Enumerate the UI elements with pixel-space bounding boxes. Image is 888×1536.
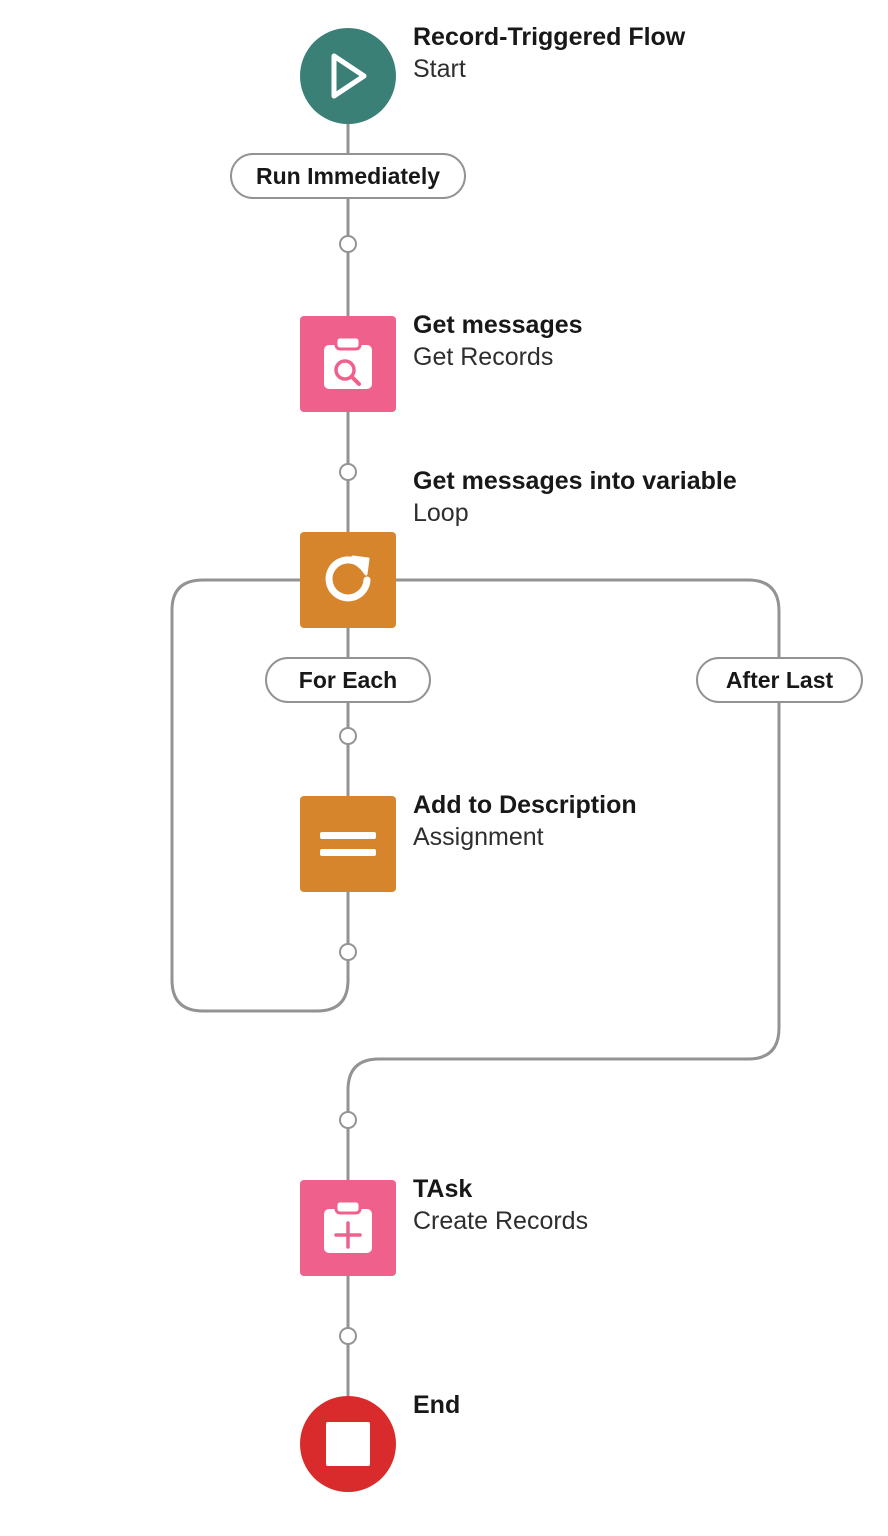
after-last-path-label[interactable]: After Last	[696, 657, 863, 703]
create-records-label: TAsk Create Records	[413, 1177, 588, 1234]
add-element-dot[interactable]	[339, 943, 357, 961]
end-node[interactable]	[300, 1396, 396, 1492]
connector-assignment-loopback	[170, 578, 350, 1013]
clipboard-add-icon	[324, 1199, 372, 1253]
assignment-node[interactable]	[300, 796, 396, 892]
create-records-title: TAsk	[413, 1175, 473, 1203]
end-label: End	[413, 1393, 460, 1418]
add-element-dot[interactable]	[339, 235, 357, 253]
connector-after-last	[346, 578, 781, 1182]
get-records-subtitle: Get Records	[413, 343, 554, 371]
create-records-node[interactable]	[300, 1180, 396, 1276]
start-subtitle: Start	[413, 55, 466, 83]
loop-subtitle: Loop	[413, 499, 469, 527]
get-records-label: Get messages Get Records	[413, 313, 583, 370]
stop-icon	[326, 1422, 370, 1466]
loop-node[interactable]	[300, 532, 396, 628]
for-each-path-label[interactable]: For Each	[265, 657, 431, 703]
get-records-title: Get messages	[413, 311, 583, 339]
loop-refresh-icon	[325, 555, 371, 602]
loop-label: Get messages into variable Loop	[413, 469, 737, 526]
clipboard-search-icon	[324, 335, 372, 389]
assignment-subtitle: Assignment	[413, 823, 544, 851]
get-records-node[interactable]	[300, 316, 396, 412]
assignment-label: Add to Description Assignment	[413, 793, 637, 850]
add-element-dot[interactable]	[339, 1327, 357, 1345]
start-label: Record-Triggered Flow Start	[413, 25, 685, 82]
add-element-dot[interactable]	[339, 1111, 357, 1129]
play-icon	[331, 53, 367, 99]
equals-icon	[320, 832, 376, 856]
assignment-title: Add to Description	[413, 791, 637, 819]
end-title: End	[413, 1391, 461, 1419]
add-element-dot[interactable]	[339, 463, 357, 481]
create-records-subtitle: Create Records	[413, 1207, 589, 1235]
add-element-dot[interactable]	[339, 727, 357, 745]
loop-title: Get messages into variable	[413, 467, 737, 495]
start-node[interactable]	[300, 28, 396, 124]
run-immediately-path-label[interactable]: Run Immediately	[230, 153, 466, 199]
start-title: Record-Triggered Flow	[413, 23, 686, 51]
